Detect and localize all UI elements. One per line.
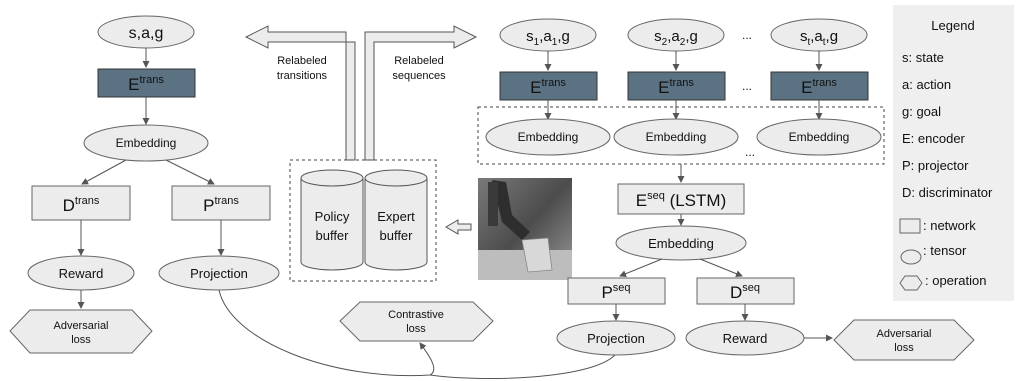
legend-title: Legend [931,18,974,33]
arrow-left-embedding-to-discriminator [81,159,127,185]
legend-network-swatch [899,218,921,234]
seq-discriminator-label: Dseq [730,282,760,302]
seq-embedding-label: Embedding [648,236,714,251]
seq-projector-network [567,277,666,305]
right-embedding-1-tensor [485,118,611,156]
legend-item-discriminator: D: discriminator [902,185,993,200]
legend-item-projector: P: projector [902,158,969,173]
right-projection-label: Projection [587,331,645,346]
contrastive-loss-operation [339,301,494,342]
right-adversarial-loss-operation [833,319,975,361]
relabeled-transitions-arrow [244,25,356,161]
expert-data-arrow [445,219,472,235]
legend-tensor-swatch [900,249,922,265]
curve-right-projection-to-contrastive [429,354,616,379]
right-embedding-t-label: Embedding [789,130,850,144]
relabeled-transitions-line2: transitions [277,70,328,82]
buffers-dashed-group [289,159,437,282]
legend-item-state: s: state [902,50,944,65]
contrastive-loss-line2: loss [406,323,426,335]
relabeled-transitions-line1: Relabeled [277,55,327,67]
left-discriminator-label: Dtrans [63,195,100,215]
right-projection-tensor [556,320,676,356]
contrastive-loss: Contrastive loss [218,289,616,379]
replay-buffers: Policy buffer Expert buffer [289,159,472,282]
right-encoder-t-label: Etrans [801,77,837,97]
legend-tensor-label: : tensor [923,243,967,258]
policy-buffer-line1: Policy [315,209,350,224]
right-embedding-2-tensor [613,118,739,156]
expert-buffer-line1: Expert [377,209,415,224]
right-embedding-1-label: Embedding [518,130,579,144]
left-encoder-network [97,68,196,98]
right-input-t-label: st,at,g [800,28,838,48]
policy-buffer-top [300,169,364,187]
policy-buffer-body [300,178,364,271]
legend-item-encoder: E: encoder [902,131,966,146]
right-adversarial-loss-line1: Adversarial [876,328,931,340]
right-embedding-2-label: Embedding [646,130,707,144]
expert-buffer-top [364,169,428,187]
left-input-label: s,a,g [129,25,164,42]
seq-embedding-tensor [615,225,747,261]
right-encoder-2-network [627,71,726,101]
left-adversarial-loss-operation [9,309,153,354]
left-encoder-label: Etrans [128,74,164,94]
right-encoder-2-label: Etrans [658,77,694,97]
legend-network-label: : network [923,218,976,233]
left-discriminator-network [31,185,131,221]
left-projection-label: Projection [190,266,248,281]
expert-buffer-body [364,178,428,271]
left-reward-label: Reward [59,266,104,281]
left-projector-label: Ptrans [203,195,239,215]
relabeled-sequences-arrow [364,25,478,161]
right-input-1-label: s1,a1,g [526,28,570,48]
relabeled-sequences-line1: Relabeled [394,55,444,67]
robot-base-shape [488,182,498,226]
arrow-seq-embedding-to-projector [619,258,663,277]
arrow-left-embedding-to-projector [165,159,215,185]
right-embedding-t-tensor [756,118,882,156]
left-pipeline: s,a,g Etrans Embedding Dtrans Ptrans Rew… [9,15,280,354]
left-embedding-tensor [83,124,209,162]
legend: Legend s: state a: action g: goal E: enc… [893,5,1014,301]
legend-operation-label: : operation [925,273,986,288]
robot-photo [478,178,572,280]
arrow-seq-embedding-to-discriminator [699,258,743,277]
right-embedding-ellipsis: ... [745,145,755,159]
right-input-ellipsis: ... [742,28,752,42]
policy-buffer-line2: buffer [315,228,349,243]
legend-operation-swatch [899,275,923,291]
left-adversarial-loss-line2: loss [71,334,91,346]
curve-left-projection-to-contrastive [218,289,435,377]
right-input-2-label: s2,a2,g [654,28,698,48]
right-pipeline: s1,a1,g s2,a2,g st,at,g ... Etrans Etran… [477,18,975,361]
seq-discriminator-network [696,277,795,305]
right-encoder-1-network [499,71,598,101]
robot-cup-shape [521,237,553,273]
seq-encoder-network [617,183,745,215]
relabeled-sequences-line2: sequences [392,70,446,82]
robot-arm-shape [492,180,530,240]
right-adversarial-loss-line2: loss [894,342,914,354]
right-encoder-1-label: Etrans [530,77,566,97]
expert-buffer-line2: buffer [379,228,413,243]
seq-projector-label: Pseq [601,282,630,302]
contrastive-loss-line1: Contrastive [388,309,444,321]
left-embedding-label: Embedding [116,136,177,150]
seq-encoder-label: Eseq (LSTM) [636,190,726,210]
legend-item-action: a: action [902,77,951,92]
legend-item-goal: g: goal [902,104,941,119]
left-adversarial-loss-line1: Adversarial [53,320,108,332]
right-encoder-ellipsis: ... [742,79,752,93]
relabel-arrows: Relabeled transitions Relabeled sequence… [244,25,478,161]
right-reward-label: Reward [723,331,768,346]
